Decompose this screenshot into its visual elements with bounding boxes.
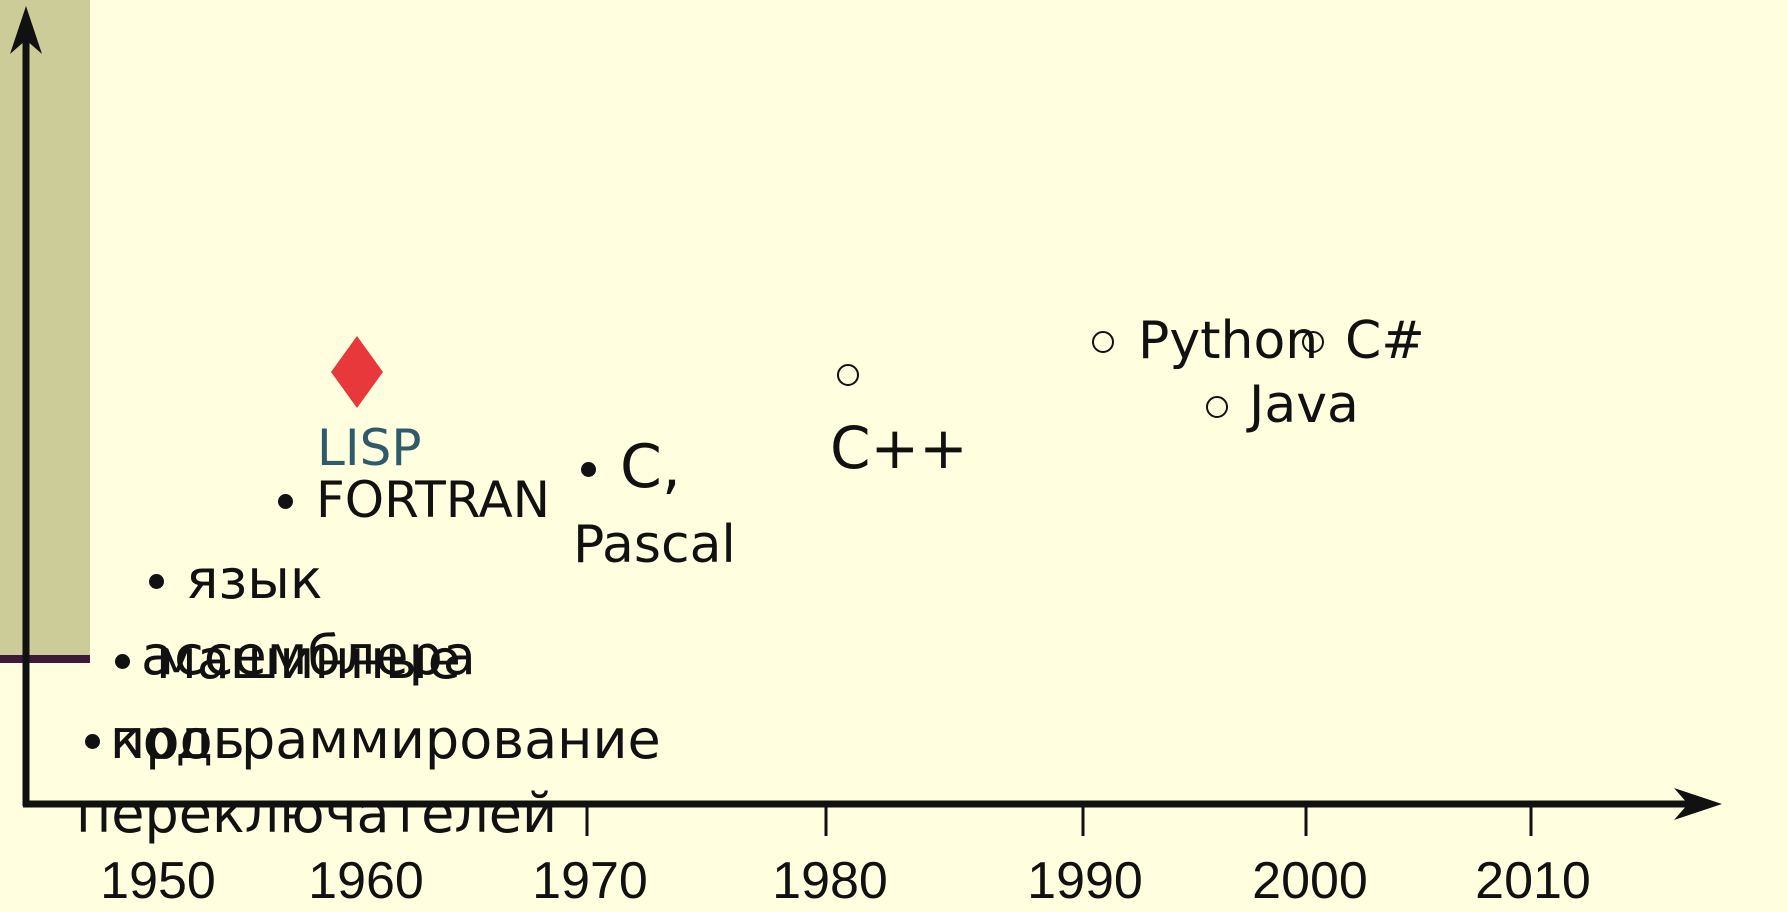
year-2000: 2000 — [1252, 852, 1368, 910]
label-csharp: C# — [1345, 311, 1425, 371]
year-1950: 1950 — [100, 852, 216, 910]
vertical-axis-arrowhead — [10, 6, 42, 54]
label-c: C, — [620, 432, 681, 502]
year-2010: 2010 — [1475, 852, 1591, 910]
horizontal-axis-arrowhead — [1674, 788, 1722, 820]
label-switch-programming-line1: программирование — [110, 708, 661, 771]
label-switch-programming-line2: переключателей — [76, 782, 558, 845]
bullet-switch-programming — [85, 734, 100, 749]
label-assembly-line2: ассемблера — [141, 624, 476, 687]
label-lisp: LISP — [317, 419, 422, 477]
decorative-accent-line — [0, 655, 90, 663]
year-1990: 1990 — [1027, 852, 1143, 910]
year-1960: 1960 — [308, 852, 424, 910]
bullet-assembly — [149, 574, 164, 589]
bullet-c-pascal — [581, 462, 596, 477]
label-java: Java — [1249, 375, 1359, 435]
year-1980: 1980 — [772, 852, 888, 910]
label-cpp: C++ — [830, 414, 968, 482]
ring-marker-cpp — [837, 364, 859, 386]
bullet-machine-codes — [115, 654, 130, 669]
lisp-diamond-marker — [331, 336, 383, 408]
label-pascal: Pascal — [573, 515, 736, 575]
ring-marker-python — [1092, 331, 1114, 353]
ring-marker-java — [1206, 396, 1228, 418]
ring-marker-csharp — [1302, 331, 1324, 353]
label-machine-codes-line1: машинные — [156, 628, 461, 691]
year-1970: 1970 — [532, 852, 648, 910]
bullet-fortran — [278, 494, 293, 509]
label-machine-codes-line2: коды — [110, 708, 256, 771]
decorative-side-band — [0, 0, 90, 657]
label-python: Python — [1138, 311, 1319, 371]
label-fortran: FORTRAN — [316, 471, 551, 529]
label-assembly-line1: язык — [186, 548, 323, 611]
